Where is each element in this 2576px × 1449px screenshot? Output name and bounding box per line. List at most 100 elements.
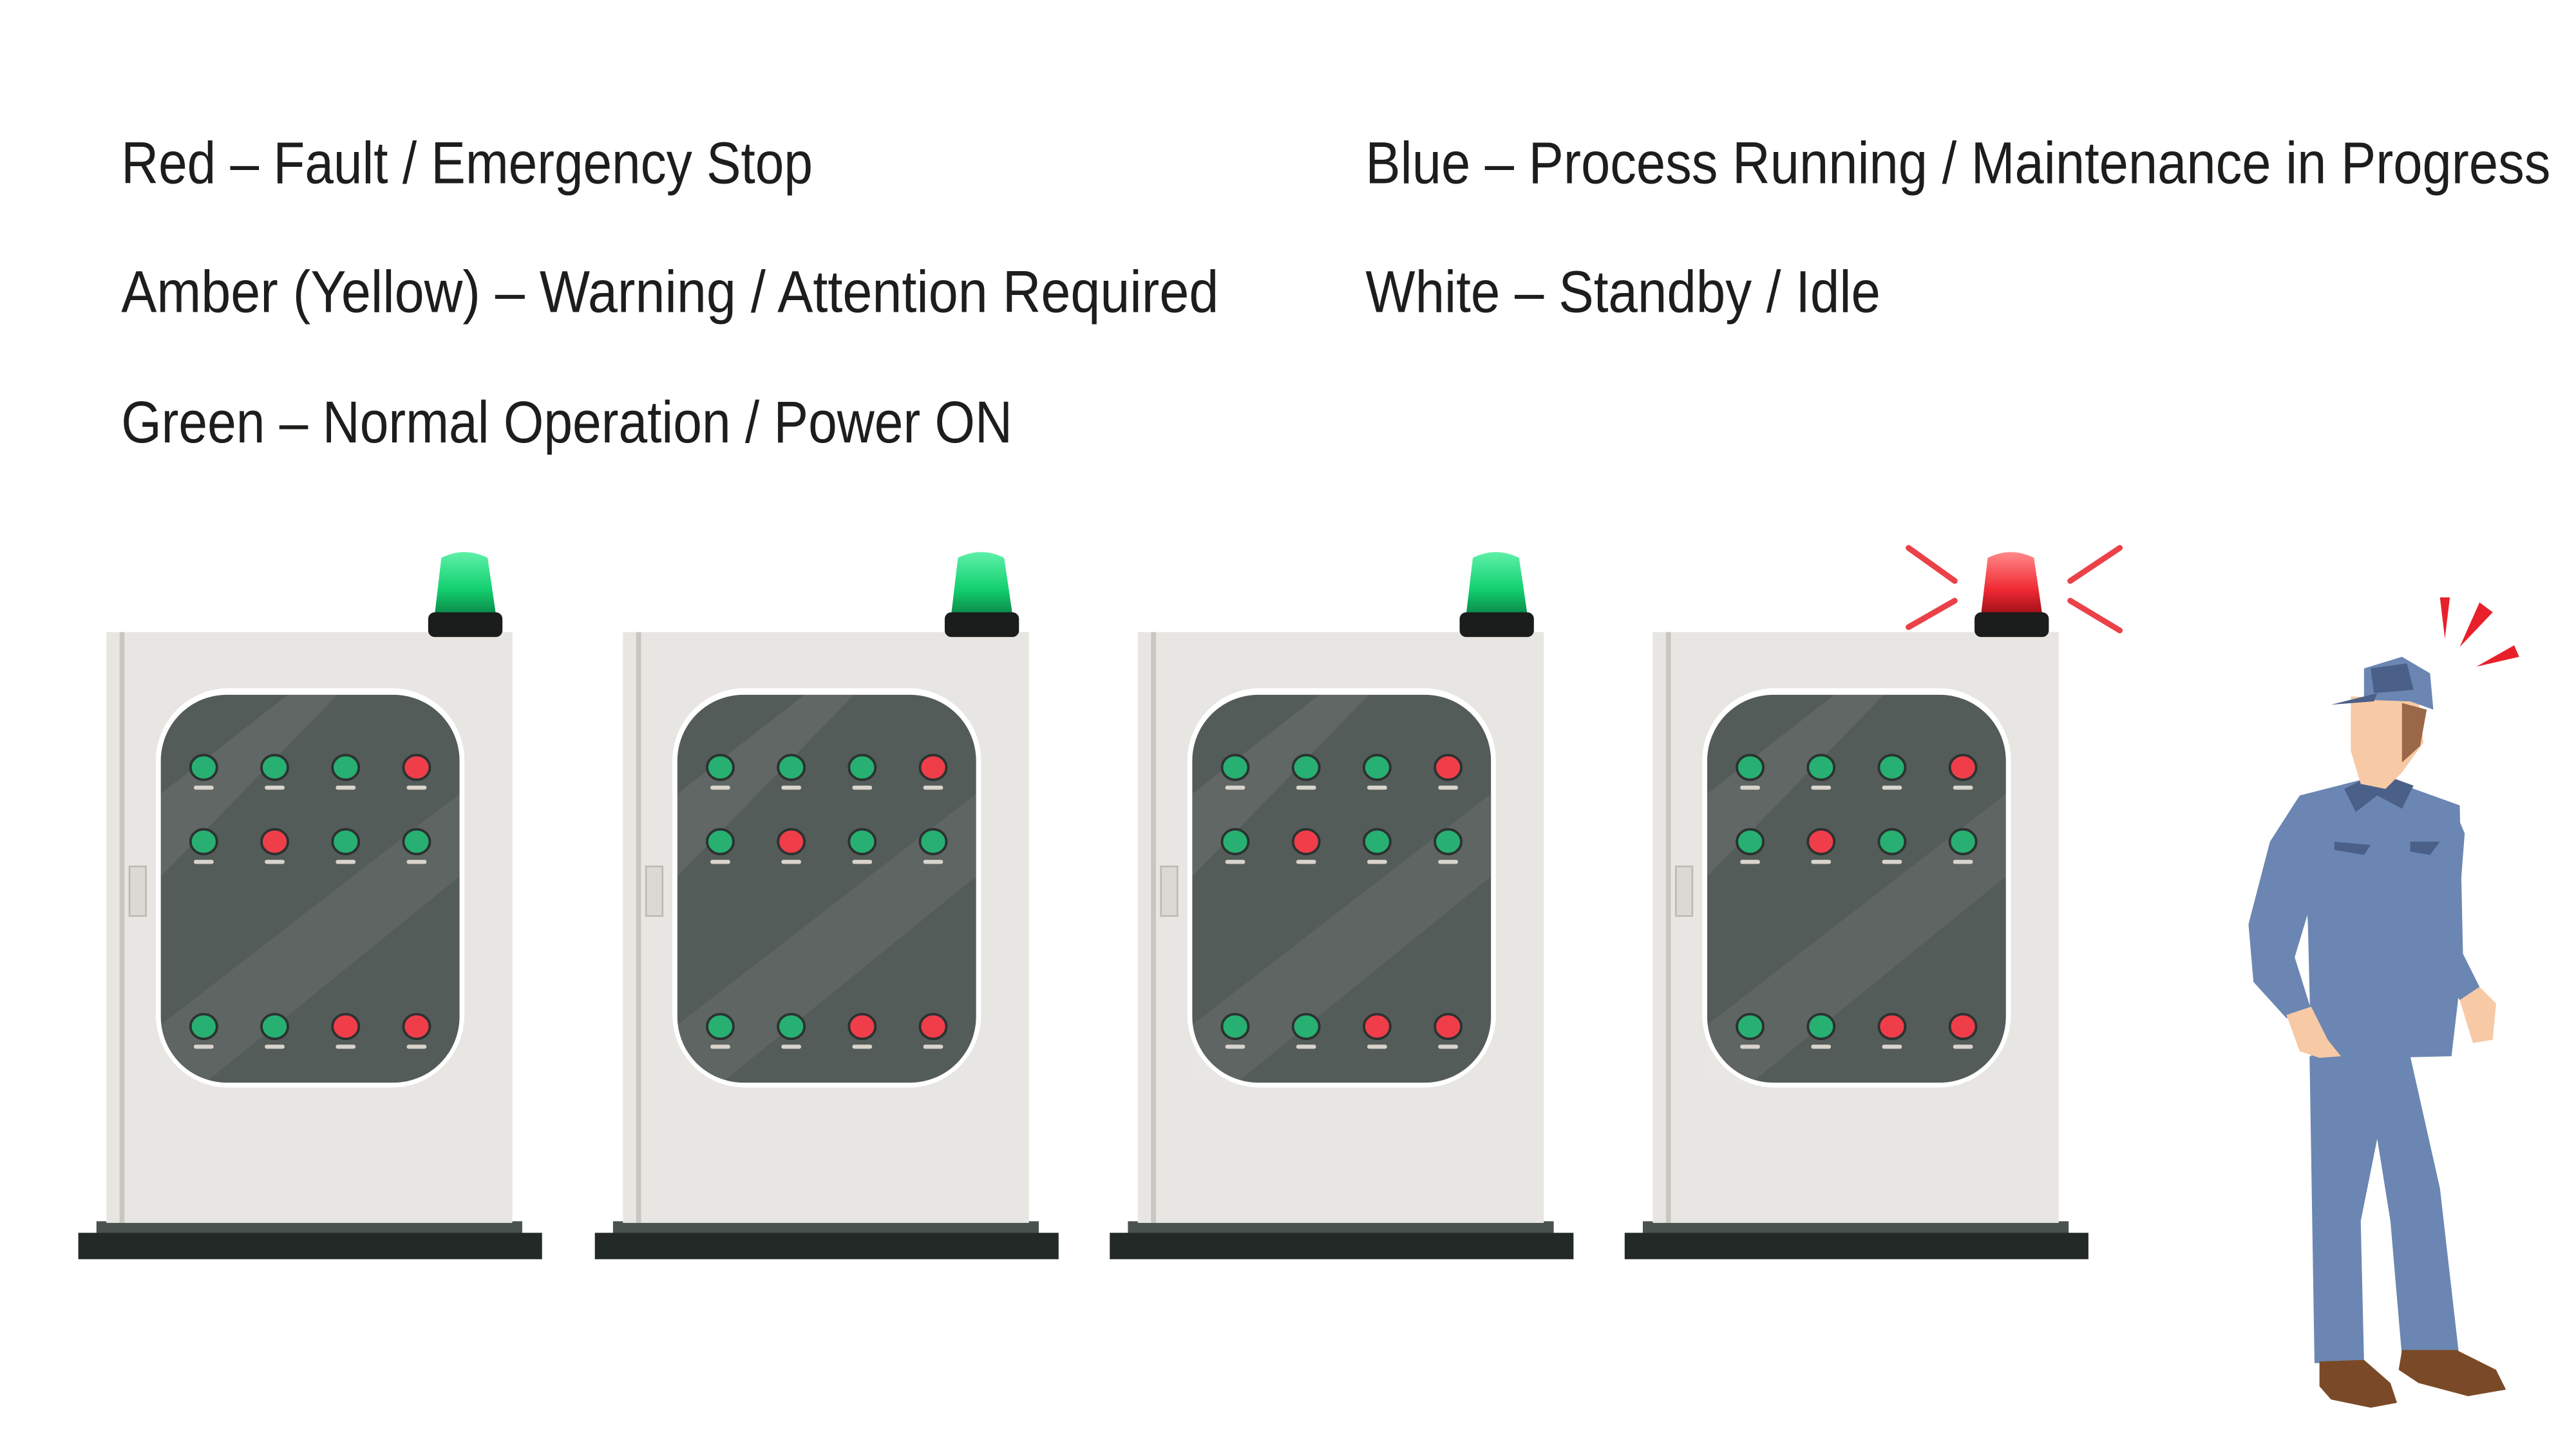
indicator-label: [1953, 785, 1973, 790]
indicator-label: [1296, 860, 1316, 864]
indicator-label: [406, 860, 427, 864]
indicator-label: [193, 785, 214, 790]
indicator-label: [852, 860, 873, 864]
cabinet-plinth: [1128, 1221, 1554, 1235]
legend-green: Green – Normal Operation / Power ON: [121, 388, 1012, 455]
door-hinge: [1665, 632, 1671, 1223]
green-indicator-light: [1877, 828, 1907, 856]
cabinet-base: [594, 1233, 1059, 1260]
indicator-label: [781, 860, 802, 864]
green-indicator-light: [1736, 1012, 1765, 1041]
window-glass: [677, 694, 976, 1083]
cabinet-plinth: [1642, 1221, 2069, 1235]
glass-reflection: [1192, 793, 1492, 1083]
legend: Red – Fault / Emergency Stop Amber (Yell…: [121, 129, 2550, 455]
cabinet-base: [1624, 1233, 2088, 1260]
control-cabinet: [594, 552, 1059, 1260]
window-glass: [1707, 694, 2006, 1083]
red-indicator-light: [1806, 828, 1836, 856]
green-indicator-light: [848, 828, 877, 856]
green-indicator-light: [706, 753, 735, 781]
red-indicator-light: [1948, 1012, 1978, 1041]
green-indicator-light: [331, 828, 361, 856]
red-indicator-light: [777, 828, 806, 856]
indicator-label: [852, 785, 873, 790]
door-hinge: [119, 632, 125, 1223]
indicator-label: [710, 1045, 730, 1049]
indicator-label: [265, 860, 285, 864]
door-handle-icon: [645, 866, 664, 917]
green-indicator-light: [918, 828, 948, 856]
glass-reflection: [160, 793, 460, 1083]
worker: [2248, 597, 2519, 1408]
indicator-label: [265, 785, 285, 790]
indicator-label: [336, 860, 356, 864]
indicator-label: [1882, 785, 1902, 790]
window-glass: [1192, 694, 1492, 1083]
window-glass: [160, 694, 460, 1083]
green-indicator-light: [260, 1012, 289, 1041]
cabinet-plinth: [96, 1221, 522, 1235]
red-indicator-light: [1291, 828, 1321, 856]
red-indicator-light: [1877, 1012, 1907, 1041]
legend-red: Red – Fault / Emergency Stop: [121, 129, 813, 196]
green-indicator-light: [1877, 753, 1907, 781]
green-indicator-light: [777, 1012, 806, 1041]
red-indicator-light: [918, 753, 948, 781]
green-indicator-light: [1736, 828, 1765, 856]
glass-reflection: [677, 793, 976, 1083]
red-indicator-light: [1948, 753, 1978, 781]
green-indicator-light: [1291, 753, 1321, 781]
indicator-label: [1367, 860, 1387, 864]
indicator-label: [923, 1045, 943, 1049]
green-indicator-light: [1362, 828, 1392, 856]
green-indicator-light: [1362, 753, 1392, 781]
green-indicator-light: [706, 1012, 735, 1041]
red-indicator-light: [1362, 1012, 1392, 1041]
alarm-flash-ray-icon: [2067, 598, 2123, 634]
indicator-label: [1740, 785, 1760, 790]
indicator-label: [1438, 785, 1458, 790]
red-indicator-light: [331, 1012, 361, 1041]
green-indicator-light: [331, 753, 361, 781]
indicator-label: [1367, 1045, 1387, 1049]
indicator-label: [1953, 860, 1973, 864]
red-indicator-light: [402, 753, 431, 781]
green-indicator-light: [1806, 753, 1836, 781]
green-indicator-light: [189, 828, 218, 856]
indicator-label: [1882, 860, 1902, 864]
green-indicator-light: [189, 753, 218, 781]
indicator-label: [1811, 785, 1832, 790]
indicator-label: [1811, 1045, 1832, 1049]
indicator-label: [336, 785, 356, 790]
green-indicator-light: [1736, 753, 1765, 781]
control-cabinet: [1624, 545, 2123, 1260]
cabinet-base: [78, 1233, 542, 1260]
indicator-label: [1296, 1045, 1316, 1049]
control-cabinet: [78, 552, 542, 1260]
indicator-label: [1953, 1045, 1973, 1049]
cabinets: [78, 545, 2123, 1260]
green-indicator-light: [1806, 1012, 1836, 1041]
cabinet-plinth: [612, 1221, 1039, 1235]
indicator-label: [193, 1045, 214, 1049]
red-indicator-light: [402, 1012, 431, 1041]
control-cabinet: [1110, 552, 1574, 1260]
indicator-label: [781, 785, 802, 790]
green-indicator-light: [1948, 828, 1978, 856]
beacon-base: [1459, 612, 1534, 638]
indicator-label: [852, 1045, 873, 1049]
green-beacon-light-icon: [951, 552, 1013, 614]
red-indicator-light: [1434, 753, 1463, 781]
indicator-label: [193, 860, 214, 864]
indicator-label: [406, 785, 427, 790]
indicator-label: [710, 785, 730, 790]
green-beacon-light-icon: [1466, 552, 1528, 614]
red-indicator-light: [260, 828, 289, 856]
door-handle-icon: [128, 866, 147, 917]
alert-marks-icon: [2439, 597, 2519, 667]
red-indicator-light: [918, 1012, 948, 1041]
indicator-label: [781, 1045, 802, 1049]
indicator-label: [1225, 1045, 1245, 1049]
